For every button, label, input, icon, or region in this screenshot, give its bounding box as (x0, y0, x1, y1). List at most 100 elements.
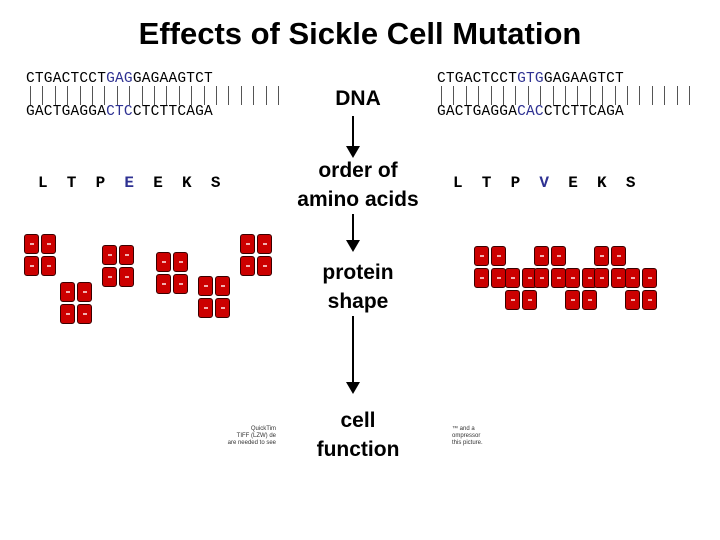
base-pair-line (441, 86, 442, 105)
base-pair-line (540, 86, 542, 105)
dna-normal-bottom-strand: GACTGAGGACTCCTCTTCAGA (26, 104, 213, 120)
protein-subunit (119, 267, 134, 287)
base-pair-line (651, 86, 653, 105)
protein-subunit (198, 298, 213, 318)
protein-subunit (565, 268, 580, 288)
dna-seq-part: CTCTTCAGA (132, 104, 213, 120)
protein-subunit (215, 276, 230, 296)
protein-subunit (491, 246, 506, 266)
arrow-down-icon (346, 116, 360, 158)
amino-mutation: E (124, 174, 135, 192)
base-pair-line (278, 86, 279, 105)
protein-subunit (565, 290, 580, 310)
base-pair-line (240, 86, 242, 105)
base-pair-line (589, 86, 591, 105)
dna-seq-part: CTGACTCCT (437, 71, 518, 87)
protein-subunit (102, 267, 117, 287)
protein-subunit (257, 256, 272, 276)
base-pair-line (129, 86, 131, 105)
protein-subunit (156, 252, 171, 272)
dna-seq-part: CTGACTCCT (26, 71, 107, 87)
protein-subunit (215, 298, 230, 318)
base-pair-line (253, 86, 255, 105)
protein-subunit (505, 290, 520, 310)
protein-subunit (198, 276, 213, 296)
dna-seq-part: GACTGAGGA (437, 104, 518, 120)
protein-subunit (491, 268, 506, 288)
base-pair-line (178, 86, 180, 105)
placeholder-line: are needed to see (227, 440, 276, 446)
base-pair-line (490, 86, 492, 105)
amino-seq-part: L T P (38, 174, 125, 192)
protein-subunit (173, 252, 188, 272)
protein-subunit (522, 290, 537, 310)
dna-seq-part: GAGAAGTCT (543, 71, 624, 87)
base-pair-line (67, 86, 69, 105)
base-pair-line (104, 86, 106, 105)
dna-seq-part: GACTGAGGA (26, 104, 107, 120)
base-pair-line (154, 86, 155, 105)
base-pair-line (552, 86, 554, 105)
base-pair-line (141, 86, 143, 105)
amino-seq-part: E K S (549, 174, 636, 192)
protein-subunit (551, 246, 566, 266)
protein-subunit (534, 246, 549, 266)
base-pair-line (577, 86, 579, 105)
amino-seq-part: E K S (134, 174, 221, 192)
protein-subunit (24, 256, 39, 276)
base-pair-line (116, 86, 118, 105)
placeholder-line: TIFF (LZW) de (236, 433, 276, 439)
protein-subunit (505, 268, 520, 288)
slide-title: Effects of Sickle Cell Mutation (138, 16, 582, 51)
protein-subunit (173, 274, 188, 294)
base-pair-line (503, 86, 504, 105)
protein-subunit (594, 268, 609, 288)
protein-subunit (534, 268, 549, 288)
protein-subunit (257, 234, 272, 254)
base-pair-line (689, 86, 690, 105)
protein-subunit (474, 246, 489, 266)
base-pair-line (639, 86, 641, 105)
protein-subunit (611, 268, 626, 288)
protein-subunit (41, 256, 56, 276)
label-line: function (316, 438, 400, 461)
protein-subunit (24, 234, 39, 254)
dna-mutant-bottom-strand: GACTGAGGACACCTCTTCAGA (437, 104, 624, 120)
amino-acids-normal: L T P E E K S (38, 174, 220, 192)
dna-mutation-codon: CAC (517, 104, 544, 120)
base-pair-line (203, 86, 205, 105)
label-line: cell (340, 409, 376, 432)
base-pair-line (465, 86, 467, 105)
protein-subunit (625, 268, 640, 288)
base-pair-line (166, 86, 168, 105)
base-pair-line (54, 86, 56, 105)
label-dna: DNA (300, 84, 416, 113)
base-pair-line (565, 86, 566, 105)
base-pair-line (627, 86, 628, 105)
protein-subunit (60, 304, 75, 324)
base-pair-line (515, 86, 517, 105)
protein-subunit (642, 268, 657, 288)
protein-subunit (625, 290, 640, 310)
base-pair-line (30, 86, 31, 105)
protein-subunit (611, 246, 626, 266)
label-text: DNA (335, 87, 381, 110)
protein-subunit (102, 245, 117, 265)
protein-subunit (551, 268, 566, 288)
protein-subunit (77, 304, 92, 324)
amino-mutation: V (539, 174, 550, 192)
base-pair-line (265, 86, 267, 105)
base-pair-line (216, 86, 217, 105)
protein-subunit (240, 256, 255, 276)
label-line: order of (318, 159, 398, 182)
base-pair-line (664, 86, 666, 105)
protein-subunit (156, 274, 171, 294)
base-pair-line (602, 86, 604, 105)
base-pair-line (527, 86, 529, 105)
arrow-down-icon (346, 214, 360, 252)
amino-seq-part: L T P (453, 174, 540, 192)
base-pair-line (228, 86, 230, 105)
